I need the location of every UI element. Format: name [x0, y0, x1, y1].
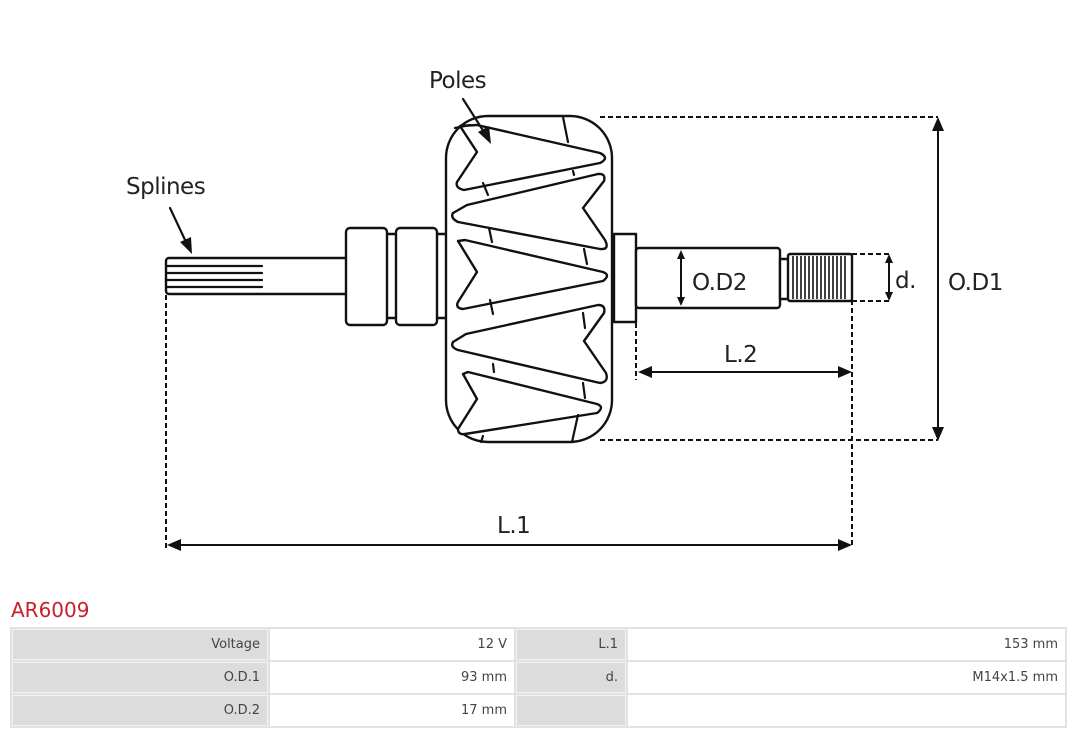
- spec-value: M14x1.5 mm: [628, 662, 1065, 693]
- rotor-poles: [444, 114, 614, 444]
- label-od2: O.D2: [692, 270, 747, 296]
- spline-shaft: [164, 256, 350, 296]
- label-l2: L.2: [724, 342, 757, 368]
- product-code: AR6009: [11, 598, 90, 622]
- spec-label: Voltage: [12, 629, 268, 660]
- spec-table: Voltage 12 V L.1 153 mm O.D.1 93 mm d. M…: [10, 627, 1067, 728]
- spec-label: O.D.2: [12, 695, 268, 726]
- slip-rings: [344, 226, 449, 327]
- spec-label: [516, 695, 626, 726]
- pointer-arrows: [168, 97, 491, 254]
- spec-label: L.1: [516, 629, 626, 660]
- table-row: O.D.2 17 mm: [12, 695, 1065, 726]
- spec-value: 153 mm: [628, 629, 1065, 660]
- label-l1: L.1: [497, 513, 530, 539]
- spec-value: 12 V: [270, 629, 514, 660]
- spec-value: 93 mm: [270, 662, 514, 693]
- spec-value: [628, 695, 1065, 726]
- label-splines: Splines: [126, 174, 205, 200]
- spec-label: d.: [516, 662, 626, 693]
- dimension-lines: [165, 116, 944, 551]
- table-row: O.D.1 93 mm d. M14x1.5 mm: [12, 662, 1065, 693]
- label-od1: O.D1: [948, 270, 1003, 296]
- label-d: d.: [895, 268, 916, 294]
- spec-label: O.D.1: [12, 662, 268, 693]
- table-row: Voltage 12 V L.1 153 mm: [12, 629, 1065, 660]
- rotor-technical-drawing: Poles Splines O.D2 d. O.D1 L.2 L.1: [126, 68, 1003, 551]
- output-shaft: [612, 232, 854, 324]
- spec-value: 17 mm: [270, 695, 514, 726]
- label-poles: Poles: [429, 68, 486, 94]
